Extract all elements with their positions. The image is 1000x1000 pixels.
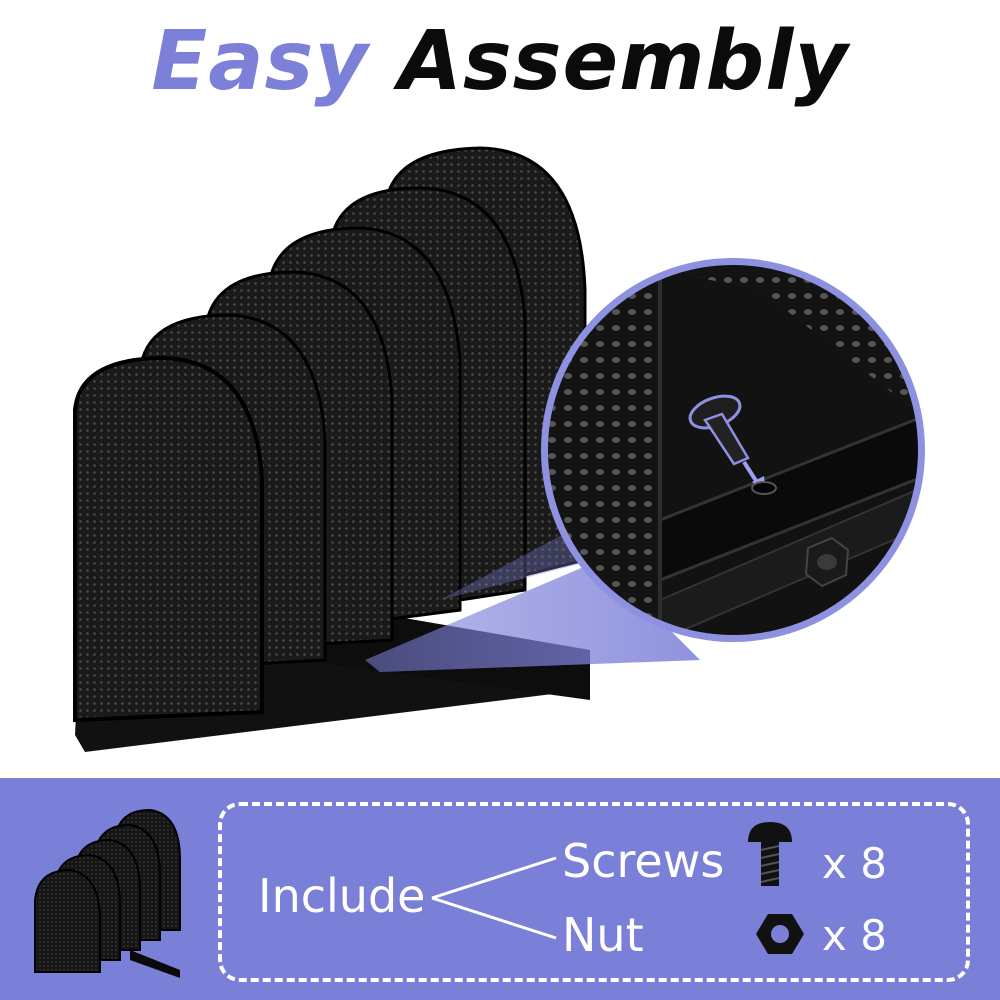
screw-detail-icon	[688, 394, 777, 495]
hex-nut-icon	[756, 914, 804, 954]
nut-count: x 8	[822, 911, 887, 960]
screws-label: Screws	[562, 834, 725, 888]
divider-1	[73, 355, 264, 723]
include-label: Include	[258, 869, 426, 923]
product-illustration	[73, 146, 925, 752]
detail-magnifier	[541, 258, 925, 642]
screws-count: x 8	[822, 839, 887, 888]
include-connectors	[431, 822, 804, 954]
organizer-thumbnail	[34, 808, 181, 978]
included-parts-box	[218, 802, 970, 982]
headline-word-assembly: Assembly	[398, 14, 849, 109]
nut-label: Nut	[562, 908, 644, 962]
loose-nut-icon	[804, 536, 850, 588]
screw-icon	[748, 822, 792, 886]
headline: Easy Assembly	[0, 14, 1000, 109]
headline-word-easy: Easy	[151, 14, 369, 109]
